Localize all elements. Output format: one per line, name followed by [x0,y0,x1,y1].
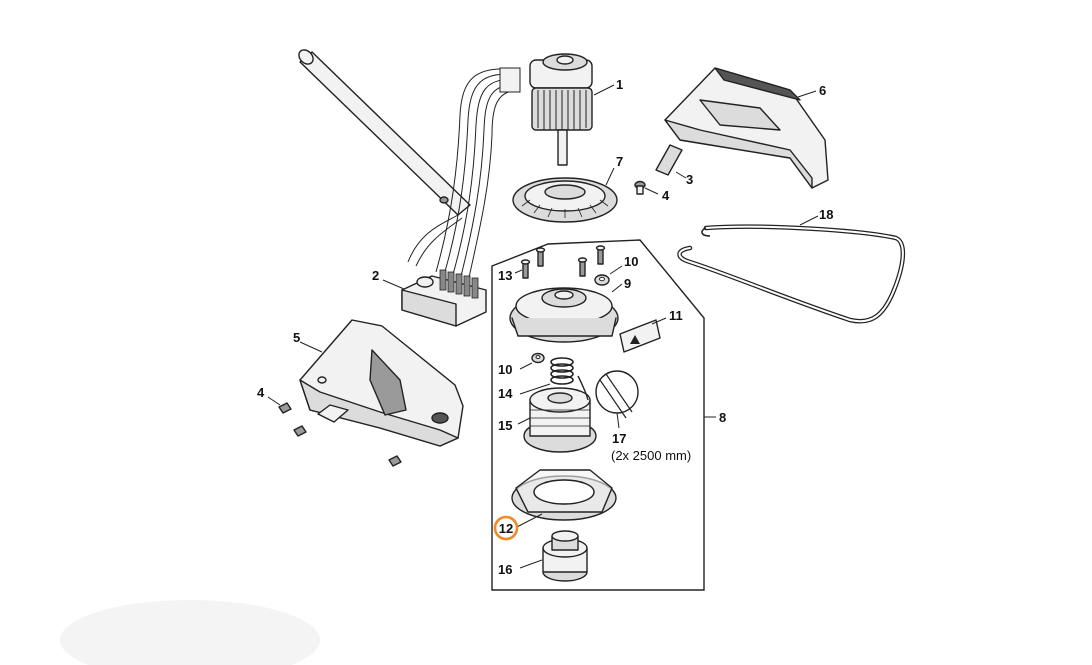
part-tube [298,49,471,216]
screw[interactable] [293,425,307,437]
callout-14: 14 [498,386,513,401]
screw[interactable] [634,180,659,195]
background-shadow [60,600,320,665]
callout-9: 9 [624,276,631,291]
callout-1: 1 [616,77,623,92]
wiring-harness [407,67,521,283]
part-motor[interactable] [529,53,615,166]
part-spool-cover[interactable] [511,469,617,529]
part-housing-lower[interactable] [299,319,464,447]
callout-7: 7 [616,154,623,169]
nut[interactable] [519,352,545,370]
callout-11: 11 [669,308,683,323]
part-cable-loop[interactable] [677,215,906,324]
screw[interactable] [388,455,402,467]
callout-10b: 10 [498,362,512,377]
part-spring[interactable] [519,357,574,395]
part-armature-disc[interactable] [512,167,618,223]
callout-5: 5 [293,330,300,345]
callout-6: 6 [819,83,826,98]
part-electronics-module[interactable] [382,269,487,327]
callout-3: 3 [686,172,693,187]
callout-15: 15 [498,418,512,433]
callout-18: 18 [819,207,833,222]
part-eyelet[interactable] [519,530,588,582]
callout-2: 2 [372,268,379,283]
callout-4a: 4 [662,188,670,203]
callout-16: 16 [498,562,512,577]
callout-10a: 10 [624,254,638,269]
trimmer-line-spec: (2x 2500 mm) [611,448,691,463]
screw-set[interactable] [514,245,606,279]
nut[interactable] [594,265,623,286]
callout-8: 8 [719,410,726,425]
kit-bracket [491,239,705,591]
part-spool-housing[interactable] [509,283,623,343]
part-warning-label[interactable] [619,317,667,353]
callout-4b: 4 [257,385,265,400]
part-trimmer-line[interactable] [595,370,639,429]
screw[interactable] [267,396,292,414]
callout-12-highlight[interactable]: 12 [493,515,519,541]
part-housing-upper[interactable] [664,67,829,189]
part-spool[interactable] [517,375,597,453]
callout-17: 17 [612,431,626,446]
part-clip[interactable] [655,144,687,179]
callout-12: 12 [499,521,513,536]
callout-13: 13 [498,268,512,283]
